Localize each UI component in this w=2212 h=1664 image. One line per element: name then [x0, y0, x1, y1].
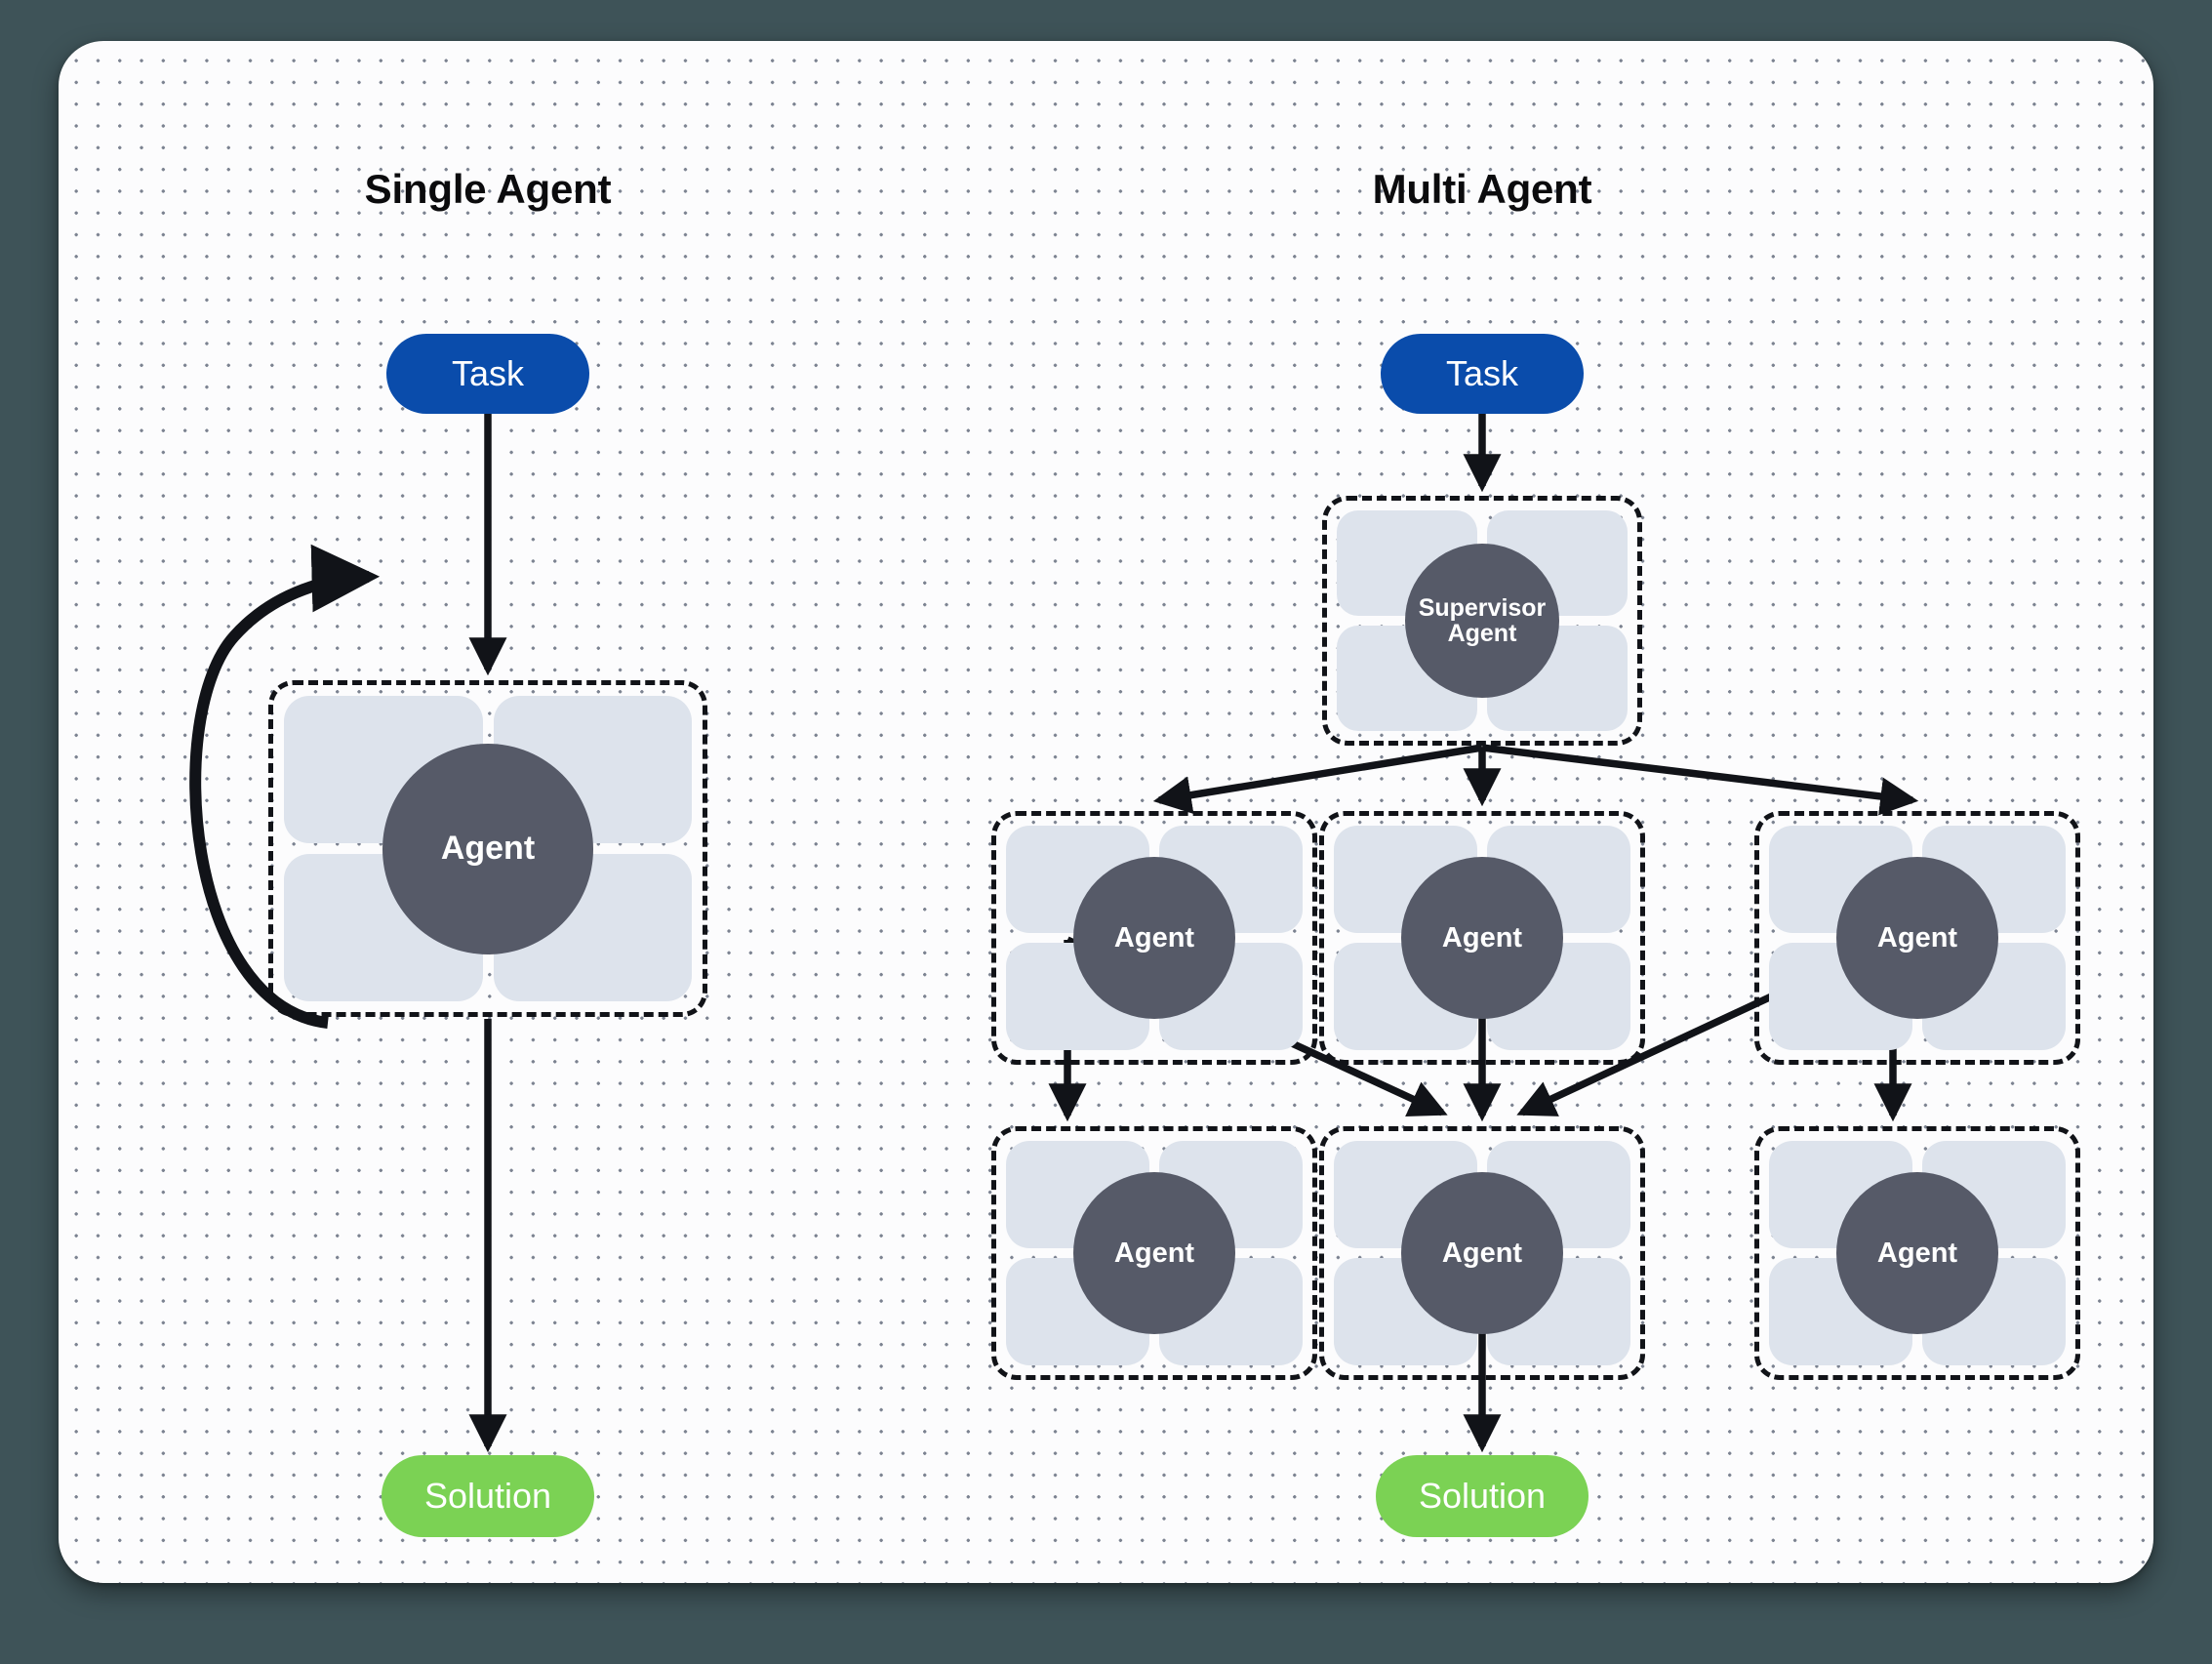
node-agent-single[interactable]: Agent: [268, 680, 707, 1017]
node-task-single[interactable]: Task: [386, 334, 589, 414]
agent-circle-label: Agent: [382, 743, 593, 954]
supervisor-circle-label: Supervisor Agent: [1405, 544, 1559, 698]
node-task-multi[interactable]: Task: [1381, 334, 1584, 414]
agent-circle-label: Agent: [1073, 1172, 1235, 1334]
node-solution-multi[interactable]: Solution: [1376, 1455, 1589, 1537]
node-solution-single[interactable]: Solution: [382, 1455, 594, 1537]
node-agent-row2-center[interactable]: Agent: [1319, 1126, 1645, 1380]
agent-circle-label: Agent: [1836, 1172, 1998, 1334]
supervisor-label-line1: Supervisor: [1418, 593, 1547, 622]
node-agent-row2-right[interactable]: Agent: [1754, 1126, 2080, 1380]
agent-circle-label: Agent: [1401, 857, 1563, 1019]
panel-title-multi-agent: Multi Agent: [1372, 166, 1592, 212]
supervisor-label-line2: Agent: [1447, 620, 1517, 647]
agent-circle-label: Agent: [1836, 857, 1998, 1019]
agent-circle-label: Agent: [1073, 857, 1235, 1019]
panel-title-single-agent: Single Agent: [364, 166, 612, 212]
node-agent-row1-center[interactable]: Agent: [1319, 811, 1645, 1065]
diagram-canvas: Single Agent Task Agent Solution Multi A…: [59, 41, 2153, 1583]
agent-circle-label: Agent: [1401, 1172, 1563, 1334]
node-supervisor-agent[interactable]: Supervisor Agent: [1322, 496, 1642, 746]
edge-supervisor-to-row1-right: [1481, 744, 1919, 816]
node-agent-row2-left[interactable]: Agent: [991, 1126, 1317, 1380]
node-agent-row1-right[interactable]: Agent: [1754, 811, 2080, 1065]
edge-supervisor-to-row1-left: [1152, 744, 1483, 814]
node-agent-row1-left[interactable]: Agent: [991, 811, 1317, 1065]
